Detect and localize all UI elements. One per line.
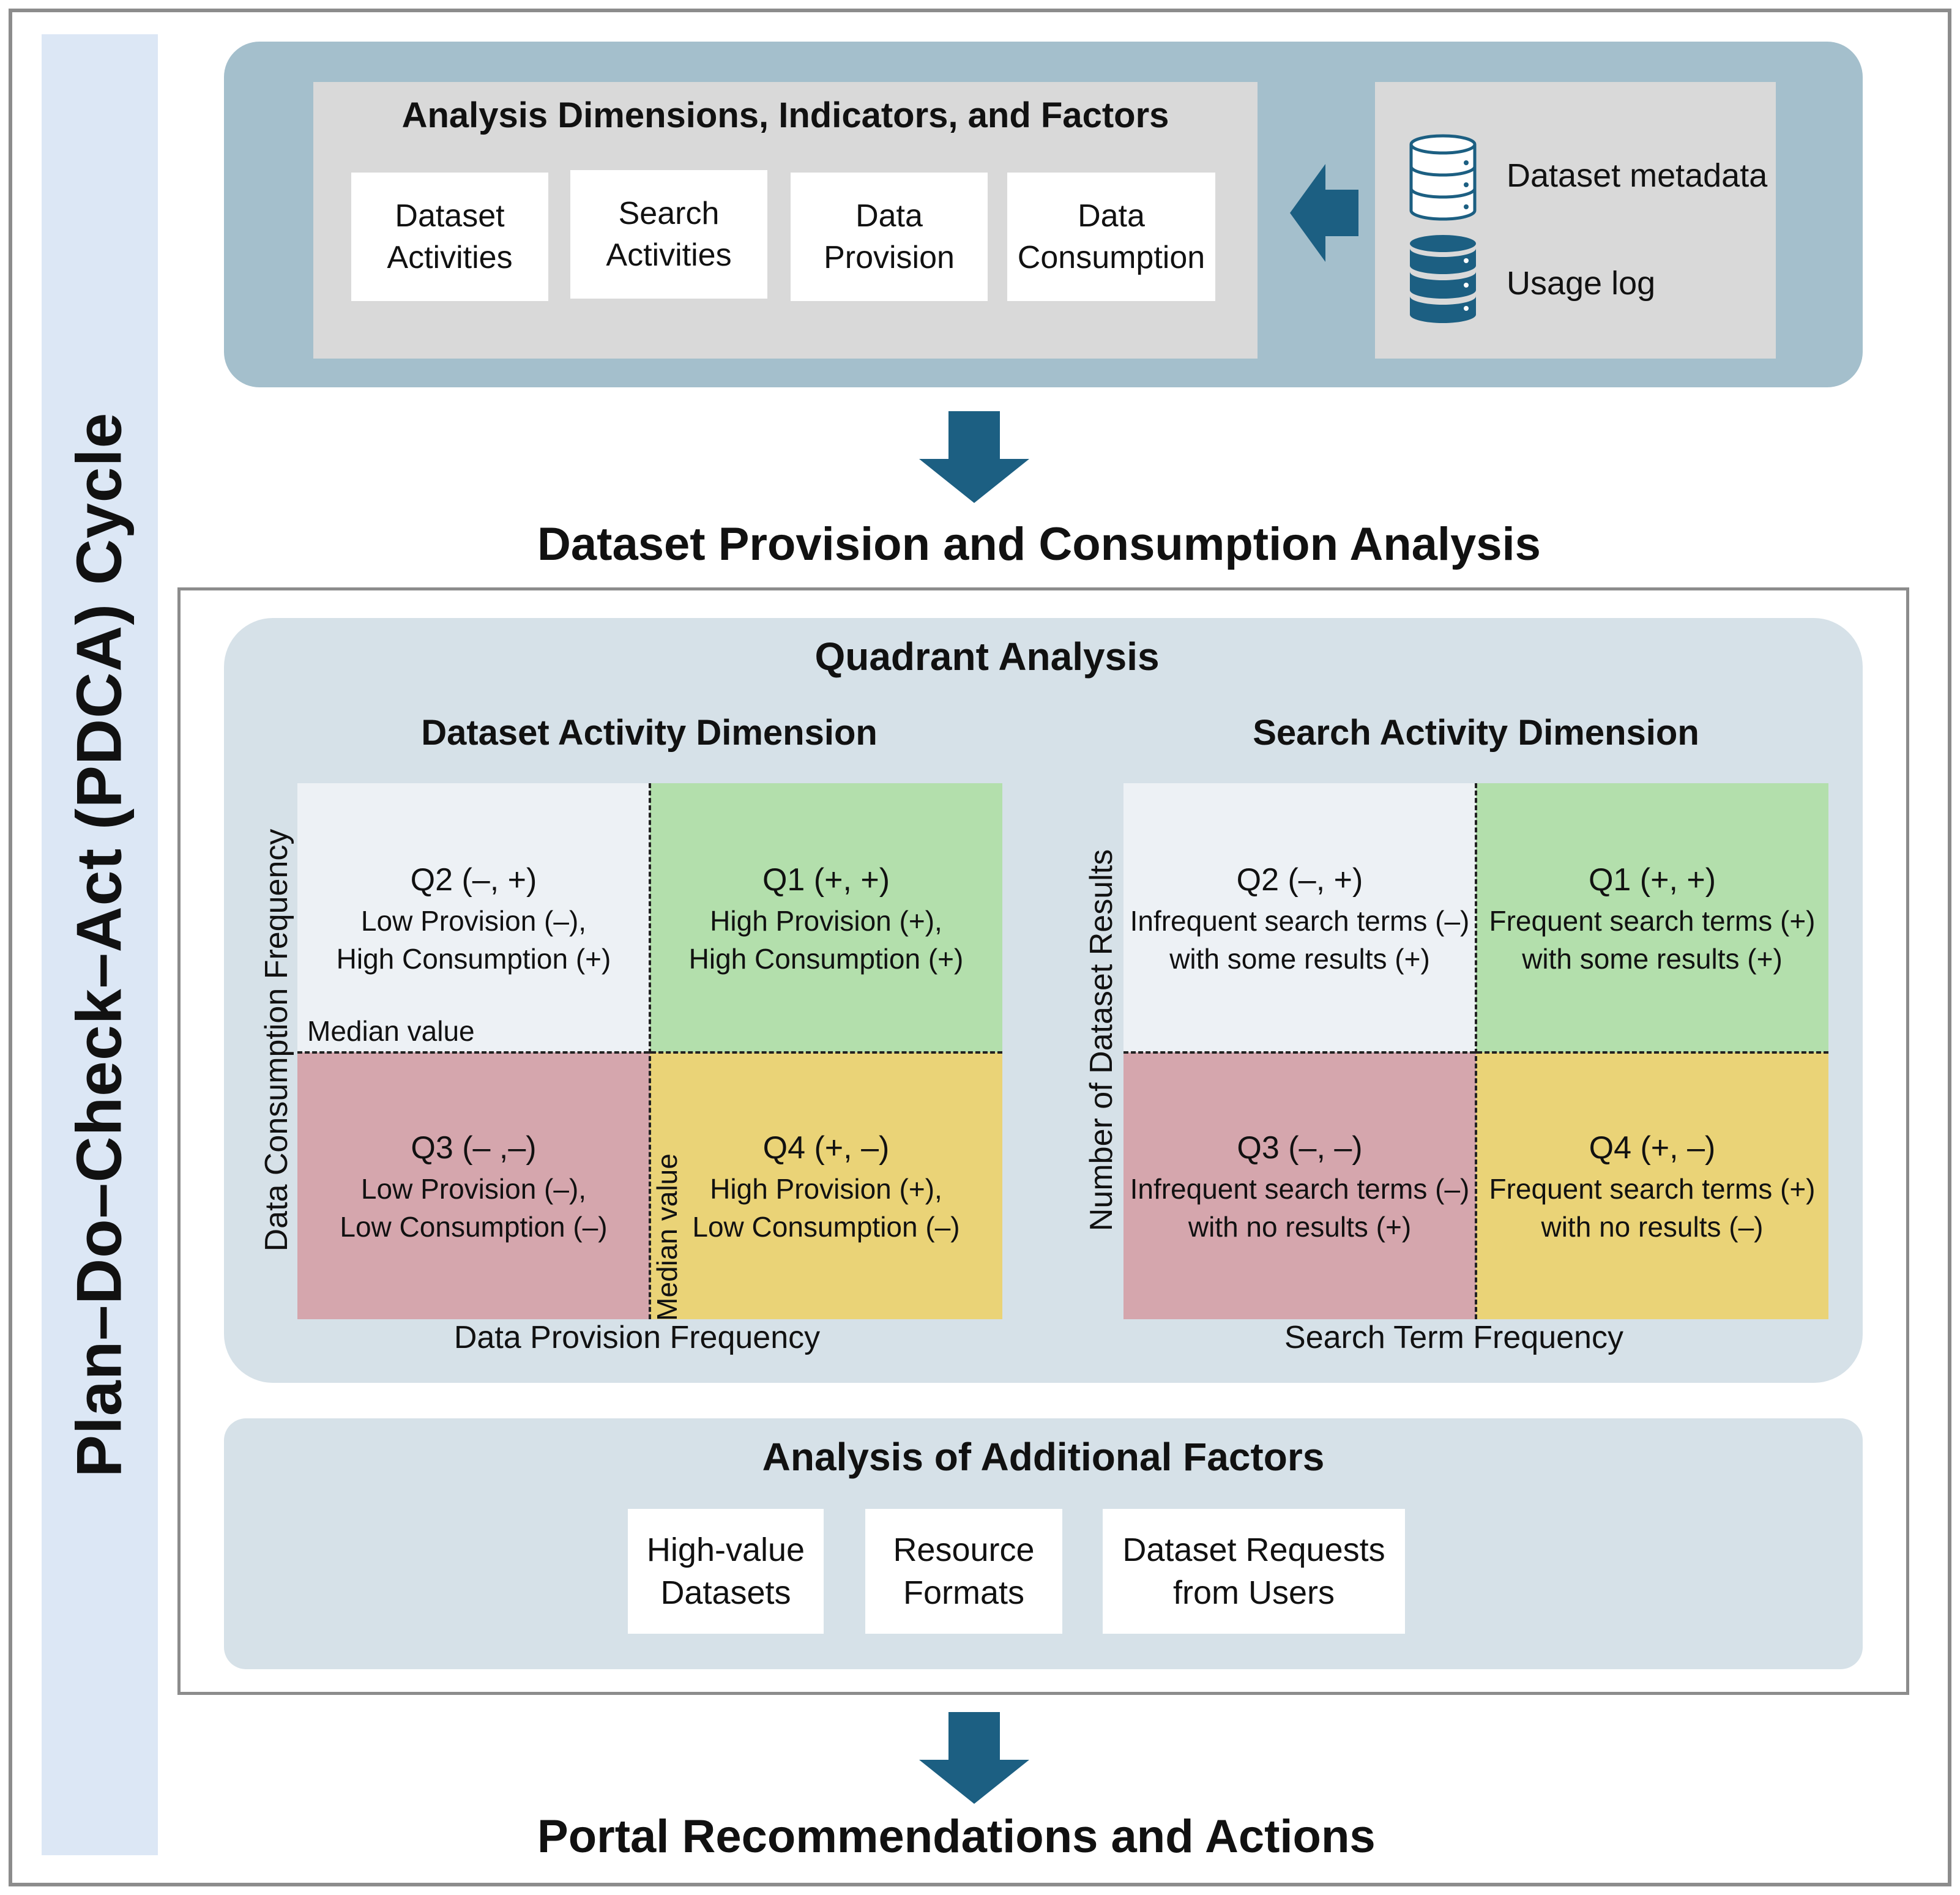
- quadrant-text: Low Provision (–),: [360, 905, 587, 937]
- analysis-section-title: Dataset Provision and Consumption Analys…: [537, 518, 1541, 570]
- quadrant-text: High Consumption (+): [688, 943, 964, 975]
- card-line: from Users: [1172, 1574, 1335, 1611]
- database-outline-icon: [1407, 133, 1478, 225]
- card-line: Resource: [893, 1532, 1035, 1568]
- arrow-down-icon: [919, 411, 1029, 503]
- search-y-axis-label: Number of Dataset Results: [1084, 849, 1119, 1232]
- pdca-sidebar: [42, 34, 158, 1855]
- quadrant-text: Infrequent search terms (–): [1130, 905, 1470, 937]
- quadrant-text: with no results (+): [1188, 1211, 1412, 1243]
- factor-card-high-value-datasets: High-value Datasets: [628, 1509, 824, 1634]
- factor-card-dataset-requests: Dataset Requests from Users: [1103, 1509, 1405, 1634]
- search-dimension-title: Search Activity Dimension: [1253, 713, 1699, 753]
- quadrant-label: Q4 (+, –): [1589, 1130, 1716, 1166]
- median-value-label: Median value: [307, 1015, 475, 1047]
- card-line: Search: [618, 196, 720, 231]
- quadrant-text: with some results (+): [1522, 943, 1783, 975]
- dimension-card-data-provision: Data Provision: [791, 173, 988, 301]
- dataset-quadrant-q2: Q2 (–, +) Low Provision (–), High Consum…: [297, 783, 650, 1052]
- median-divider-horizontal: [1123, 1051, 1828, 1054]
- search-quadrant-q2: Q2 (–, +) Infrequent search terms (–) wi…: [1123, 783, 1476, 1052]
- card-line: Dataset Requests: [1122, 1532, 1385, 1568]
- dataset-quadrant-q3: Q3 (– ,–) Low Provision (–), Low Consump…: [297, 1052, 650, 1319]
- arrow-left-icon: [1290, 164, 1358, 262]
- factor-card-resource-formats: Resource Formats: [865, 1509, 1062, 1634]
- quadrant-text: Frequent search terms (+): [1489, 905, 1816, 937]
- search-quadrant-q1: Q1 (+, +) Frequent search terms (+) with…: [1476, 783, 1828, 1052]
- card-line: Data: [1078, 198, 1145, 234]
- quadrant-label: Q1 (+, +): [762, 862, 890, 898]
- analysis-frame: [177, 587, 1909, 1695]
- card-line: Formats: [903, 1574, 1025, 1611]
- search-x-axis-label: Search Term Frequency: [1284, 1320, 1623, 1355]
- quadrant-text: Low Consumption (–): [692, 1211, 960, 1243]
- source-label-usage-log: Usage log: [1507, 265, 1656, 302]
- search-quadrant-q3: Q3 (–, –) Infrequent search terms (–) wi…: [1123, 1052, 1476, 1319]
- card-line: Consumption: [1017, 240, 1205, 275]
- dataset-quadrant-q4: Q4 (+, –) High Provision (+), Low Consum…: [650, 1052, 1002, 1319]
- source-label-metadata: Dataset metadata: [1507, 157, 1768, 194]
- search-quadrant-q4: Q4 (+, –) Frequent search terms (+) with…: [1476, 1052, 1828, 1319]
- quadrant-text: with some results (+): [1169, 943, 1430, 975]
- dataset-dimension-title: Dataset Activity Dimension: [421, 713, 878, 753]
- output-section-title: Portal Recommendations and Actions: [537, 1811, 1376, 1863]
- card-line: Data: [855, 198, 923, 234]
- dimension-card-data-consumption: Data Consumption: [1007, 173, 1215, 301]
- dataset-quadrant-q1: Q1 (+, +) High Provision (+), High Consu…: [650, 783, 1002, 1052]
- outer-frame: [9, 9, 1951, 1886]
- card-line: Provision: [824, 240, 955, 275]
- quadrant-label: Q2 (–, +): [1236, 862, 1363, 898]
- quadrant-text: with no results (–): [1541, 1211, 1764, 1243]
- card-line: Datasets: [660, 1574, 791, 1611]
- dataset-x-axis-label: Data Provision Frequency: [453, 1320, 821, 1355]
- quadrant-label: Q1 (+, +): [1588, 862, 1716, 898]
- dimension-card-dataset-activities: Dataset Activities: [351, 173, 548, 301]
- dimensions-title: Analysis Dimensions, Indicators, and Fac…: [401, 95, 1169, 135]
- card-line: Dataset: [395, 198, 505, 234]
- quadrant-text: High Consumption (+): [336, 943, 611, 975]
- additional-factors-title: Analysis of Additional Factors: [762, 1435, 1325, 1479]
- pdca-cycle-label: Plan–Do–Check–Act (PDCA) Cycle: [64, 412, 135, 1478]
- quadrant-text: Infrequent search terms (–): [1130, 1173, 1470, 1205]
- quadrant-text: Low Provision (–),: [360, 1173, 587, 1205]
- arrow-down-icon: [919, 1712, 1029, 1804]
- median-divider-horizontal: [297, 1051, 1002, 1054]
- dataset-y-axis-label: Data Consumption Frequency: [259, 828, 294, 1252]
- quadrant-text: Low Consumption (–): [340, 1211, 608, 1243]
- card-line: Activities: [387, 240, 513, 275]
- card-line: Activities: [606, 237, 732, 273]
- database-filled-icon: [1407, 234, 1478, 327]
- quadrant-label: Q3 (– ,–): [411, 1130, 537, 1166]
- quadrant-title: Quadrant Analysis: [814, 635, 1160, 679]
- quadrant-label: Q3 (–, –): [1237, 1130, 1363, 1166]
- dimension-card-search-activities: Search Activities: [570, 170, 767, 299]
- card-line: High-value: [646, 1532, 805, 1568]
- quadrant-label: Q2 (–, +): [410, 862, 537, 898]
- quadrant-text: Frequent search terms (+): [1489, 1173, 1816, 1205]
- quadrant-label: Q4 (+, –): [762, 1130, 890, 1166]
- quadrant-text: High Provision (+),: [710, 1173, 942, 1205]
- quadrant-text: High Provision (+),: [710, 905, 942, 937]
- median-value-label-vertical: Median value: [651, 1153, 683, 1321]
